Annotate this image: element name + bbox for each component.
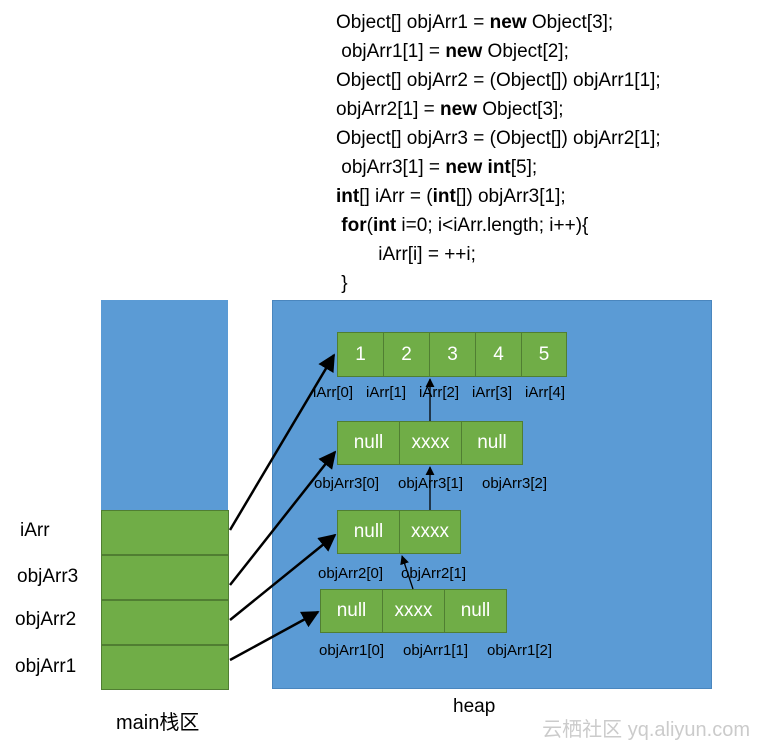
index-label: iArr[3] bbox=[472, 384, 513, 401]
code-line: objArr3[1] = new int[5]; bbox=[336, 153, 661, 182]
objArr2-cell: null bbox=[337, 510, 400, 554]
code-text: objArr2[1] = bbox=[336, 99, 441, 120]
code-line: Object[] objArr2 = (Object[]) objArr1[1]… bbox=[336, 66, 661, 95]
code-text: Object[] objArr3 = (Object[]) objArr2[1]… bbox=[336, 128, 661, 149]
arrow-iArr-ref bbox=[228, 353, 336, 531]
code-keyword: new bbox=[489, 12, 527, 33]
code-line: Object[] objArr1 = new Object[3]; bbox=[336, 8, 661, 37]
arrow-objArr1-ref bbox=[229, 610, 320, 662]
watermark: 云栖社区 yq.aliyun.com bbox=[542, 719, 750, 741]
code-line: for(int i=0; i<iArr.length; i++){ bbox=[336, 211, 661, 240]
objArr3-cell: null bbox=[461, 421, 523, 465]
code-keyword: new bbox=[445, 157, 483, 178]
index-label: objArr1[0] bbox=[319, 642, 385, 659]
stack-slot-iArr bbox=[101, 510, 229, 555]
arrow-objArr1-1-to-objArr2 bbox=[400, 555, 414, 590]
arrow-objArr3-ref bbox=[229, 450, 337, 586]
index-label: objArr3[2] bbox=[482, 475, 548, 492]
objArr3-cell: null bbox=[337, 421, 400, 465]
stack-slot-objArr2 bbox=[101, 600, 229, 645]
objArr2-cell: xxxx bbox=[399, 510, 461, 554]
iArr-cell: 4 bbox=[475, 332, 522, 377]
code-line: objArr1[1] = new Object[2]; bbox=[336, 37, 661, 66]
code-text: Object[2]; bbox=[482, 41, 569, 62]
code-text: objArr1[1] = bbox=[336, 41, 446, 62]
code-text: } bbox=[336, 273, 348, 294]
index-label: iArr[0] bbox=[313, 384, 354, 401]
code-line: objArr2[1] = new Object[3]; bbox=[336, 95, 661, 124]
index-label: objArr1[2] bbox=[487, 642, 553, 659]
stack-var-label: iArr bbox=[20, 520, 50, 541]
code-text: []) objArr3[1]; bbox=[455, 186, 566, 207]
index-label: iArr[4] bbox=[525, 384, 566, 401]
code-text: Object[] objArr1 = bbox=[336, 12, 490, 33]
code-line: } bbox=[336, 269, 661, 298]
iArr-cell: 2 bbox=[383, 332, 430, 377]
index-label: objArr2[0] bbox=[318, 565, 384, 582]
index-label: objArr2[1] bbox=[401, 565, 467, 582]
code-text: Object[3]; bbox=[476, 99, 564, 120]
stack-var-label: objArr3 bbox=[17, 566, 79, 587]
arrow-objArr2-ref bbox=[229, 533, 337, 621]
code-text: Object[] objArr2 = (Object[]) objArr1[1]… bbox=[336, 70, 661, 91]
stack-slot-objArr3 bbox=[101, 555, 229, 600]
iArr-cell: 1 bbox=[337, 332, 384, 377]
code-keyword: int bbox=[336, 186, 360, 207]
index-label: objArr3[0] bbox=[314, 475, 380, 492]
index-label: iArr[1] bbox=[366, 384, 407, 401]
objArr1-cell: xxxx bbox=[382, 589, 445, 633]
iArr-cell: 5 bbox=[521, 332, 567, 377]
code-line: Object[] objArr3 = (Object[]) objArr2[1]… bbox=[336, 124, 661, 153]
stack-var-label: objArr2 bbox=[15, 609, 77, 630]
code-keyword: int bbox=[487, 157, 511, 178]
stack-title: main栈区 bbox=[116, 712, 200, 734]
code-text: iArr[i] = ++i; bbox=[336, 244, 476, 265]
index-label: iArr[2] bbox=[419, 384, 460, 401]
code-keyword: int bbox=[432, 186, 456, 207]
heap-title: heap bbox=[453, 696, 496, 717]
code-text: [] iArr = ( bbox=[359, 186, 433, 207]
objArr1-cell: null bbox=[444, 589, 507, 633]
code-keyword: for bbox=[341, 215, 367, 236]
code-line: int[] iArr = (int[]) objArr3[1]; bbox=[336, 182, 661, 211]
stack-slot-objArr1 bbox=[101, 645, 229, 690]
stack-var-label: objArr1 bbox=[15, 656, 77, 677]
objArr1-cell: null bbox=[320, 589, 383, 633]
code-text: objArr3[1] = bbox=[336, 157, 446, 178]
code-text: Object[3]; bbox=[526, 12, 614, 33]
code-line: iArr[i] = ++i; bbox=[336, 240, 661, 269]
code-text: [5]; bbox=[510, 157, 538, 178]
code-keyword: int bbox=[372, 215, 397, 236]
index-label: objArr1[1] bbox=[403, 642, 469, 659]
code-listing: Object[] objArr1 = new Object[3]; objArr… bbox=[336, 8, 661, 298]
objArr3-cell: xxxx bbox=[399, 421, 462, 465]
code-keyword: new bbox=[440, 99, 477, 120]
code-text: i=0; i<iArr.length; i++){ bbox=[396, 215, 589, 236]
code-keyword: new bbox=[445, 41, 483, 62]
code-text: ( bbox=[366, 215, 373, 236]
